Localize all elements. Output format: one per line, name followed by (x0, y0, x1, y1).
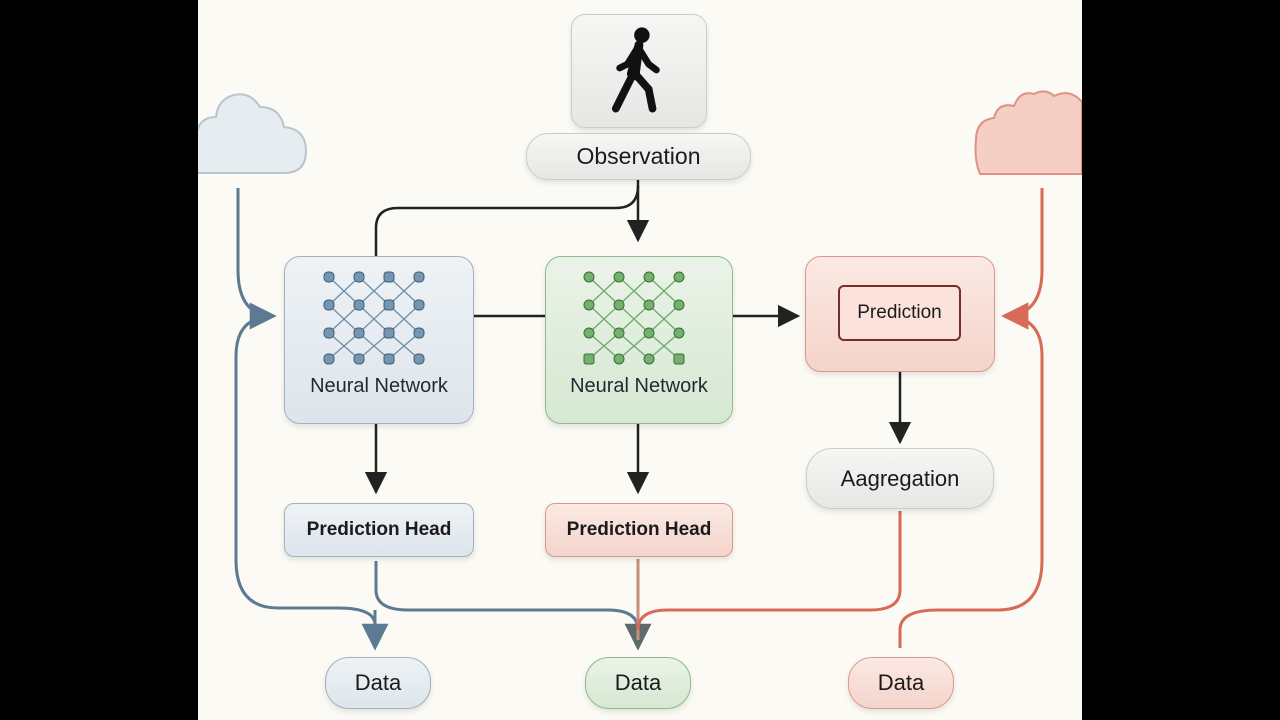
cloud-right-icon (970, 82, 1082, 180)
connector-head-1-to-data-2 (374, 561, 652, 651)
data-node-2: Data (585, 657, 691, 709)
observation-label: Observation (576, 143, 701, 169)
cloud-left-icon (198, 85, 310, 180)
connector-loop-data-1-to-network-1 (234, 314, 377, 640)
connector-cloud-left-to-network-1 (236, 188, 277, 330)
data-node-3: Data (848, 657, 954, 709)
prediction-head-label-2: Prediction Head (566, 519, 712, 540)
connector-aggregation-to-data-2 (636, 511, 902, 631)
data-label-3: Data (877, 670, 925, 695)
connector-cloud-right-to-prediction (1001, 188, 1044, 330)
connector-observation-to-network-1 (374, 185, 640, 256)
walking-person-icon (610, 24, 668, 119)
aggregation-node: Aagregation (806, 448, 994, 509)
neural-network-icon (583, 271, 685, 365)
prediction-head-node-1: Prediction Head (284, 503, 474, 557)
neural-network-label-1: Neural Network (310, 375, 448, 397)
prediction-head-node-2: Prediction Head (545, 503, 733, 557)
prediction-label: Prediction (857, 302, 942, 323)
prediction-node: Prediction (838, 285, 961, 341)
connector-loop-data-3-to-prediction (898, 302, 1044, 648)
neural-network-label-2: Neural Network (570, 375, 708, 397)
neural-network-icon (323, 271, 425, 365)
data-label-2: Data (614, 670, 662, 695)
diagram-canvas: Observation Neural Network (198, 0, 1082, 720)
neural-network-node-1: Neural Network (284, 256, 474, 424)
connector-layer (234, 180, 1044, 651)
data-node-1: Data (325, 657, 431, 709)
prediction-head-label-1: Prediction Head (306, 519, 452, 540)
observer-figure-box (571, 14, 707, 128)
data-label-1: Data (354, 670, 402, 695)
observation-node: Observation (526, 133, 751, 180)
neural-network-node-2: Neural Network (545, 256, 733, 424)
aggregation-label: Aagregation (840, 465, 960, 491)
